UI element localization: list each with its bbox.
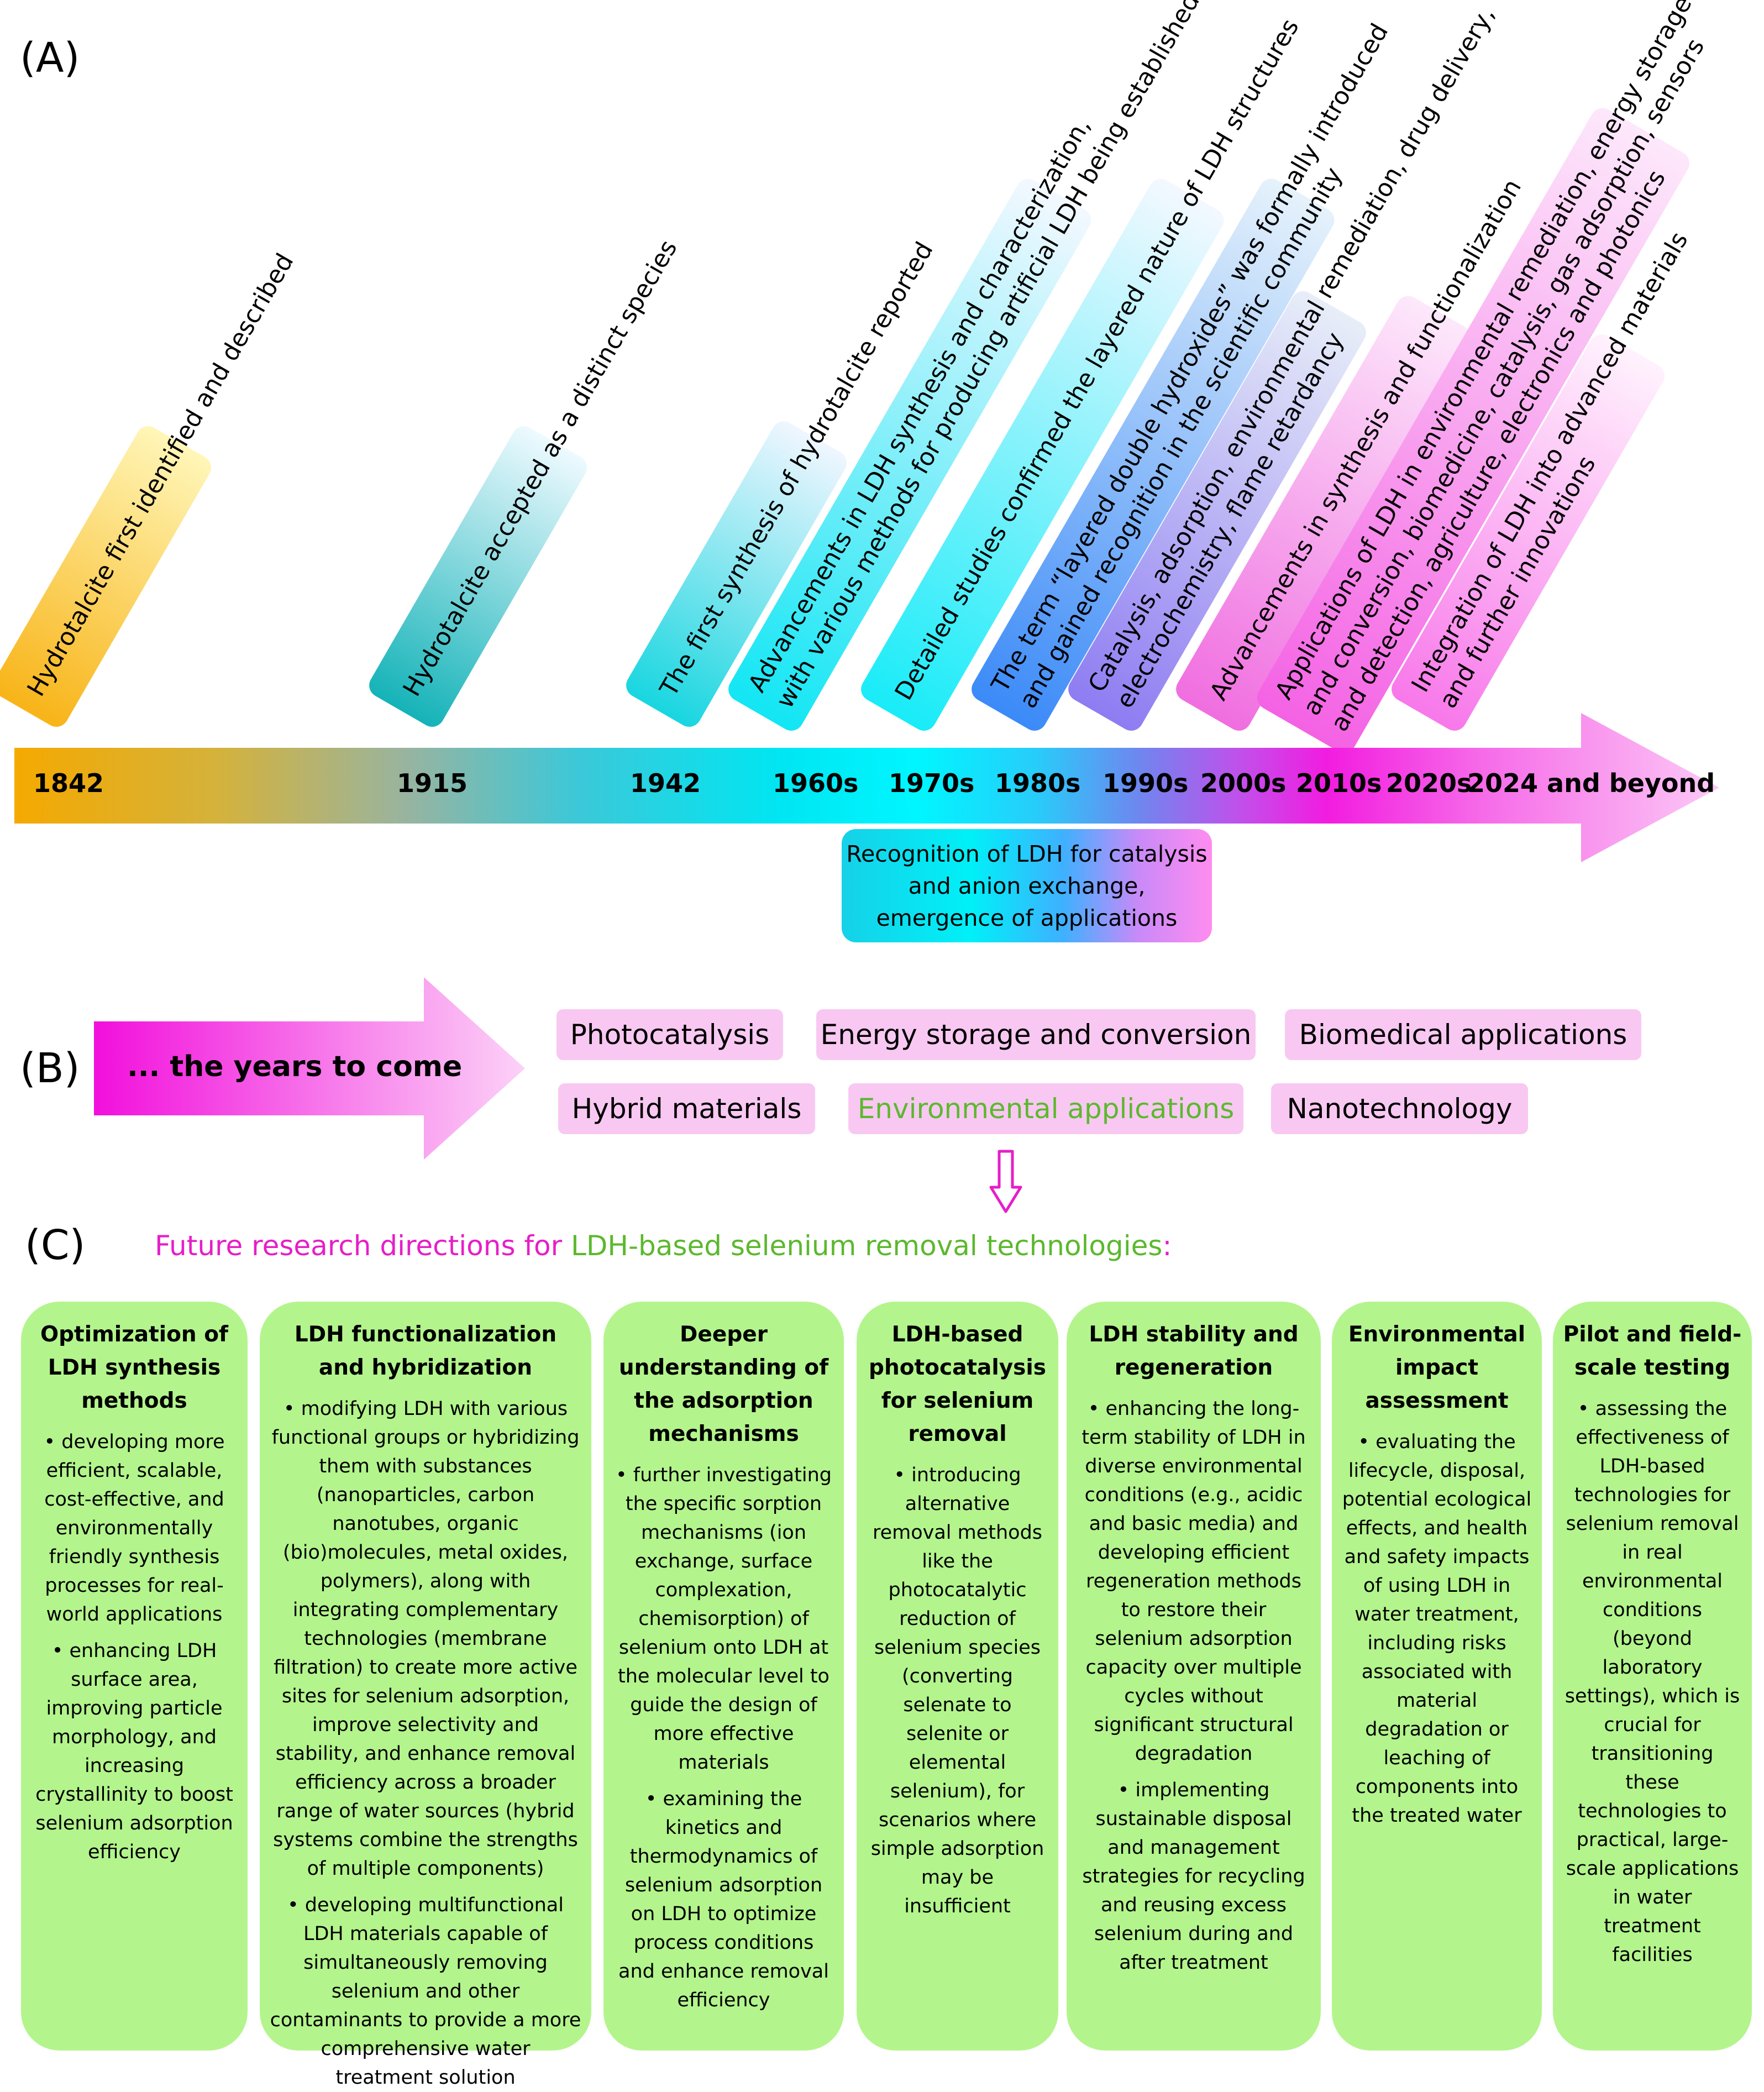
card-title: Pilot and field-scale testing [1563,1322,1742,1380]
recognition-box: Recognition of LDH for catalysis and ani… [842,829,1212,942]
card-bullet: • enhancing LDH surface area, improving … [35,1640,233,1863]
event-label: Hydrotalcite first identified and descri… [0,249,300,731]
application-label: Photocatalysis [570,1019,770,1051]
application-label: Energy storage and conversion [820,1019,1252,1051]
panel-a-label: (A) [20,34,80,82]
application-box: Hybrid materials [558,1083,815,1134]
card-bullet: • evaluating the lifecycle, disposal, po… [1342,1431,1532,1827]
panel-c-label: (C) [25,1221,86,1269]
year-label: 2010s [1296,768,1382,798]
recognition-text: emergence of applications [876,904,1178,931]
card-bullet: • introducing alternative removal method… [870,1464,1044,1917]
research-direction-card: Optimization of LDH synthesis methods • … [21,1302,248,2051]
application-label: Hybrid materials [571,1093,802,1125]
card-title: Optimization of LDH synthesis methods [40,1322,228,1413]
application-box: Photocatalysis [556,1009,783,1060]
card-bullet: • assessing the effectiveness of LDH-bas… [1565,1398,1740,1966]
research-direction-card: Deeper understanding of the adsorption m… [603,1302,844,2051]
card-bullet: • developing more efficient, scalable, c… [44,1431,225,1626]
years-to-come-text: ... the years to come [127,1050,463,1083]
title-part: LDH-based selenium removal technologies [571,1230,1163,1262]
card-title: Environmental impact assessment [1348,1322,1526,1413]
research-direction-card: Pilot and field-scale testing • assessin… [1553,1302,1752,2051]
year-label: 1915 [397,768,468,798]
research-direction-card: LDH-based photocatalysis for selenium re… [857,1302,1058,2051]
event-text: Hydrotalcite accepted as a distinct spec… [397,235,683,701]
application-box: Energy storage and conversion [816,1009,1256,1060]
title-part: : [1162,1230,1172,1262]
year-label: 1970s [889,768,975,798]
card-title: Deeper understanding of the adsorption m… [618,1322,829,1446]
card-title: LDH stability and regeneration [1089,1322,1299,1380]
card-title: LDH-based photocatalysis for selenium re… [869,1322,1046,1446]
year-label: 2024 and beyond [1467,768,1715,798]
application-box: Nanotechnology [1271,1083,1528,1134]
panel-c-title: Future research directions for LDH-based… [155,1230,1172,1262]
application-box-highlighted: Environmental applications [848,1083,1243,1134]
year-label: 1942 [630,768,701,798]
year-label: 1980s [995,768,1081,798]
years-to-come-arrow [94,977,525,1160]
card-bullet: • implementing sustainable disposal and … [1082,1779,1305,1974]
application-label: Biomedical applications [1299,1019,1628,1051]
card-bullet: • enhancing the long-term stability of L… [1082,1398,1306,1765]
timeline-arrow [14,713,1719,862]
research-direction-card: LDH functionalization and hybridization … [260,1302,591,2089]
card-title: LDH functionalization and hybridization [294,1322,557,1380]
event-label: Hydrotalcite accepted as a distinct spec… [365,235,683,731]
year-label: 1842 [33,768,104,798]
card-bullet: • modifying LDH with various functional … [271,1398,580,1880]
panel-b-label: (B) [20,1045,80,1092]
card-bullet: • developing multifunctional LDH materia… [270,1894,581,2089]
application-box: Biomedical applications [1285,1009,1641,1060]
year-label: 2020s [1386,768,1472,798]
year-label: 1960s [773,768,859,798]
research-direction-card: LDH stability and regeneration • enhanci… [1067,1302,1321,2051]
application-label: Nanotechnology [1287,1093,1513,1125]
year-label: 1990s [1102,768,1189,798]
card-bullet: • further investigating the specific sor… [616,1464,832,1774]
research-direction-card: Environmental impact assessment • evalua… [1332,1302,1542,2051]
card-bullet: • examining the kinetics and thermodynam… [618,1788,829,2011]
recognition-text: and anion exchange, [908,872,1146,899]
year-label: 2000s [1200,768,1287,798]
title-part: Future research directions for [155,1230,571,1262]
down-arrow-icon [989,1150,1022,1213]
event-text: Hydrotalcite first identified and descri… [22,249,300,701]
recognition-text: Recognition of LDH for catalysis [846,840,1208,867]
application-label: Environmental applications [857,1093,1235,1125]
